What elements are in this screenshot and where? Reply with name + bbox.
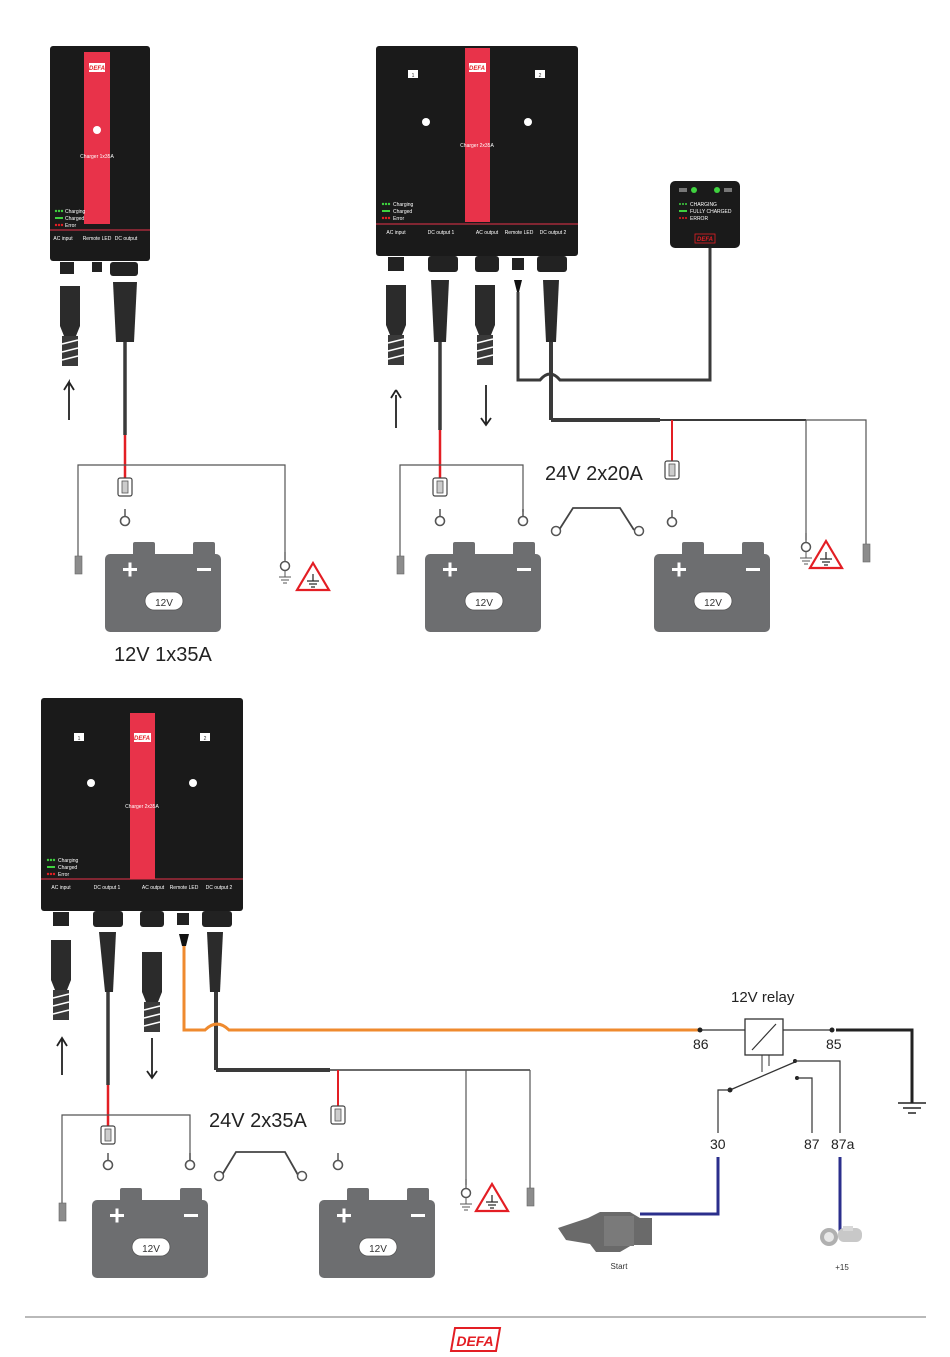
terminal-87a: 87a — [831, 1136, 855, 1152]
footer-logo: DEFA — [449, 1327, 502, 1352]
port-dc-output-1-top: DC output 1 — [428, 230, 455, 236]
terminal-30: 30 — [710, 1136, 726, 1152]
charger-dual-bottom-led-legend: Charging Charged Error — [46, 858, 79, 878]
arrow-down-icon — [480, 385, 492, 427]
charger-dual-bottom-model: Charger 2x35A — [125, 804, 159, 810]
terminal-87: 87 — [804, 1136, 820, 1152]
terminal-85: 85 — [826, 1036, 842, 1052]
channel-1-top: 1 — [412, 73, 415, 79]
port-dc-output-2-bottom: DC output 2 — [206, 885, 233, 891]
panel-led-error: ERROR — [690, 216, 708, 222]
battery-bottom-1-label: 12V — [142, 1244, 160, 1255]
channel-2-top: 2 — [539, 73, 542, 79]
config-label-bottom: 24V 2x35A — [209, 1110, 308, 1132]
charger-single-led-legend: Charging Charged Error — [54, 209, 86, 229]
charger-single: DEFA Charger 1x35A Charging Charged Erro… — [50, 46, 150, 276]
relay-control-wire — [182, 946, 700, 1032]
panel-brand: DEFA — [697, 237, 713, 243]
charger-dual-top: DEFA 1 2 Charger 2x35A Charging Charged … — [376, 46, 578, 272]
battery-top-1-label: 12V — [475, 598, 493, 609]
port-ac-input-top: AC input — [386, 230, 406, 236]
charger-single-ac-plug — [59, 285, 81, 367]
led-label-charged: Charged — [65, 216, 84, 222]
warning-icon — [295, 561, 331, 592]
battery-single: 12V — [104, 541, 222, 633]
port-dc-output-1-bottom: DC output 1 — [94, 885, 121, 891]
led-label-error-bottom: Error — [58, 872, 69, 878]
panel-led-fully-charged: FULLY CHARGED — [690, 209, 732, 215]
port-ac-input: AC input — [53, 236, 73, 242]
port-remote-led-bottom: Remote LED — [170, 885, 199, 891]
indicator-2-top — [524, 118, 532, 126]
charger-dual-bottom-brand: DEFA — [134, 736, 150, 742]
battery-bottom-1: 12V — [91, 1187, 209, 1279]
led-label-charging: Charging — [65, 209, 86, 215]
panel-led-charging: CHARGING — [690, 202, 717, 208]
charger-dual-top-brand: DEFA — [469, 66, 485, 72]
config-label-top: 24V 2x20A — [545, 463, 644, 485]
arrow-up-icon — [63, 378, 75, 420]
charger-dual-top-model: Charger 2x35A — [460, 143, 494, 149]
arrow-down-icon — [146, 1038, 158, 1080]
start-label: Start — [611, 1262, 629, 1271]
battery-top-1: 12V — [424, 541, 542, 633]
warning-icon — [474, 1182, 510, 1213]
port-dc-output: DC output — [115, 236, 138, 242]
port-ac-output-top: AC output — [476, 230, 499, 236]
ignition-key-icon — [820, 1226, 862, 1246]
battery-top-2-label: 12V — [704, 598, 722, 609]
indicator-1-bottom — [87, 779, 95, 787]
footer-brand: DEFA — [456, 1333, 493, 1349]
arrow-up-icon — [390, 389, 402, 399]
terminal-86: 86 — [693, 1036, 709, 1052]
relay-title: 12V relay — [731, 989, 795, 1006]
starter-connector-icon — [558, 1212, 652, 1252]
port-remote-led-top: Remote LED — [505, 230, 534, 236]
led-label-charged-top: Charged — [393, 209, 412, 215]
battery-bottom-2-label: 12V — [369, 1244, 387, 1255]
remote-led-panel: CHARGING FULLY CHARGED ERROR DEFA — [670, 181, 740, 248]
led-label-charging-bottom: Charging — [58, 858, 79, 864]
port-dc-output-2-top: DC output 2 — [540, 230, 567, 236]
indicator-2-bottom — [189, 779, 197, 787]
charger-dual-bottom: DEFA 1 2 Charger 2x35A Charging Charged … — [41, 698, 243, 927]
channel-2-bottom: 2 — [204, 736, 207, 742]
remote-led-cable-top — [516, 246, 712, 382]
led-label-charging-top: Charging — [393, 202, 414, 208]
bridge-wire-top — [558, 507, 635, 531]
config-label-single: 12V 1x35A — [114, 644, 213, 666]
battery-bottom-2: 12V — [318, 1187, 436, 1279]
indicator-1-top — [422, 118, 430, 126]
port-ac-output-bottom: AC output — [142, 885, 165, 891]
charger-single-brand: DEFA — [89, 66, 105, 72]
led-label-error-top: Error — [393, 216, 404, 222]
relay: 12V relay 86 85 30 87 87a — [640, 989, 926, 1239]
charger-dual-top-led-legend: Charging Charged Error — [381, 202, 414, 222]
charger-single-indicator — [93, 126, 101, 134]
port-ac-input-bottom: AC input — [51, 885, 71, 891]
port-remote-led: Remote LED — [83, 236, 112, 242]
arrow-up-icon — [56, 1036, 68, 1075]
charger-single-model: Charger 1x35A — [80, 154, 114, 160]
warning-icon — [808, 539, 844, 570]
led-label-charged-bottom: Charged — [58, 865, 77, 871]
bridge-wire-bottom — [221, 1151, 299, 1176]
battery-top-2: 12V — [653, 541, 771, 633]
dc-cable-single — [113, 282, 137, 342]
ignition-label: +15 — [835, 1263, 849, 1272]
led-label-error: Error — [65, 223, 76, 229]
battery-single-label: 12V — [155, 598, 173, 609]
channel-1-bottom: 1 — [78, 736, 81, 742]
